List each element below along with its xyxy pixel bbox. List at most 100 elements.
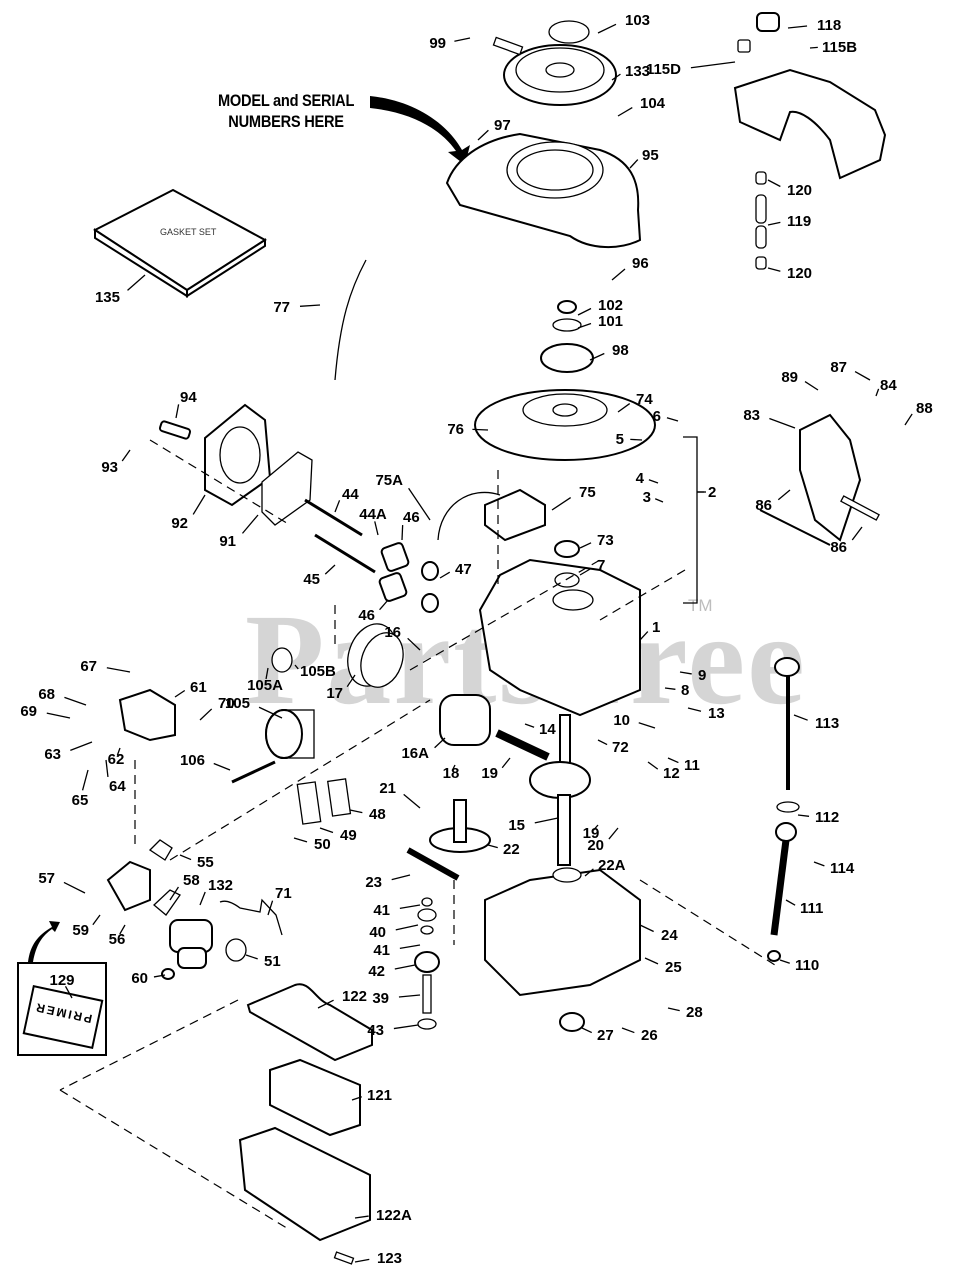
part-callout-120a[interactable]: 120	[767, 179, 812, 199]
part-callout-121[interactable]: 121	[351, 1087, 392, 1104]
part-callout-89[interactable]: 89	[781, 369, 819, 391]
part-number-label[interactable]: 122A	[376, 1207, 412, 1224]
part-callout-19b[interactable]: 19	[583, 824, 600, 842]
part-callout-60[interactable]: 60	[131, 970, 166, 987]
part-callout-112[interactable]: 112	[797, 809, 839, 826]
part-number-label[interactable]: 16	[384, 624, 401, 641]
part-number-label[interactable]: 67	[80, 658, 97, 675]
part-number-label[interactable]: 105A	[247, 677, 283, 694]
part-callout-114[interactable]: 114	[813, 860, 855, 877]
part-number-label[interactable]: 40	[369, 924, 386, 941]
part-number-label[interactable]: 69	[20, 703, 37, 720]
part-number-label[interactable]: 7	[597, 557, 605, 574]
part-callout-69[interactable]: 69	[20, 703, 71, 720]
part-callout-4[interactable]: 4	[636, 470, 659, 487]
part-number-label[interactable]: 94	[180, 389, 197, 406]
part-callout-98[interactable]: 98	[589, 342, 629, 361]
part-callout-25[interactable]: 25	[644, 957, 682, 976]
part-callout-23[interactable]: 23	[365, 874, 411, 891]
part-callout-97[interactable]: 97	[477, 117, 511, 141]
part-callout-133[interactable]: 133	[611, 63, 650, 81]
part-number-label[interactable]: 10	[613, 712, 630, 729]
part-callout-8[interactable]: 8	[664, 682, 689, 699]
part-number-label[interactable]: 27	[597, 1027, 614, 1044]
part-number-label[interactable]: 45	[303, 571, 320, 588]
part-callout-99[interactable]: 99	[429, 35, 471, 52]
part-callout-41a[interactable]: 41	[373, 902, 421, 919]
part-number-label[interactable]: 105B	[300, 663, 336, 680]
part-number-label[interactable]: 75	[579, 484, 596, 501]
part-callout-106[interactable]: 106	[180, 752, 231, 771]
part-number-label[interactable]: 12	[663, 765, 680, 782]
part-callout-58[interactable]: 58	[169, 872, 200, 901]
part-callout-67[interactable]: 67	[80, 658, 131, 675]
part-number-label[interactable]: 86	[830, 539, 847, 556]
part-number-label[interactable]: 74	[636, 391, 653, 408]
part-number-label[interactable]: 6	[653, 408, 661, 425]
part-callout-135[interactable]: 135	[95, 274, 146, 306]
part-number-label[interactable]: 91	[219, 533, 236, 550]
part-number-label[interactable]: 89	[781, 369, 798, 386]
part-callout-16[interactable]: 16	[384, 624, 421, 651]
part-number-label[interactable]: 24	[661, 927, 678, 944]
part-callout-27[interactable]: 27	[581, 1027, 614, 1044]
part-number-label[interactable]: 49	[340, 827, 357, 844]
part-callout-122[interactable]: 122	[317, 988, 367, 1009]
part-number-label[interactable]: 103	[625, 12, 650, 29]
part-number-label[interactable]: 70	[218, 695, 235, 712]
part-number-label[interactable]: 75A	[375, 472, 403, 489]
part-callout-94[interactable]: 94	[175, 389, 197, 419]
part-number-label[interactable]: 92	[171, 515, 188, 532]
part-callout-15[interactable]: 15	[508, 817, 559, 834]
part-callout-123[interactable]: 123	[354, 1250, 402, 1267]
part-callout-2[interactable]: 2	[697, 484, 716, 501]
part-number-label[interactable]: 44A	[359, 506, 387, 523]
part-callout-55[interactable]: 55	[179, 854, 214, 871]
part-callout-72[interactable]: 72	[597, 739, 629, 756]
part-callout-101[interactable]: 101	[577, 313, 623, 330]
part-number-label[interactable]: 2	[708, 484, 716, 501]
part-callout-83[interactable]: 83	[743, 407, 796, 429]
part-callout-14[interactable]: 14	[524, 721, 556, 738]
part-number-label[interactable]: 22A	[598, 857, 626, 874]
part-callout-16a[interactable]: 16A	[401, 737, 446, 762]
part-callout-122a[interactable]: 122A	[354, 1207, 412, 1224]
part-number-label[interactable]: 64	[109, 778, 126, 795]
part-number-label[interactable]: 16A	[401, 745, 429, 762]
part-number-label[interactable]: 112	[815, 809, 839, 826]
part-number-label[interactable]: 86	[755, 497, 772, 514]
part-callout-91[interactable]: 91	[219, 514, 259, 550]
part-callout-120b[interactable]: 120	[767, 265, 812, 282]
part-number-label[interactable]: 11	[684, 757, 700, 774]
part-number-label[interactable]: 119	[787, 213, 811, 230]
part-number-label[interactable]: 93	[101, 459, 118, 476]
part-callout-92[interactable]: 92	[171, 494, 206, 532]
part-callout-41b[interactable]: 41	[373, 942, 421, 959]
part-callout-75[interactable]: 75	[551, 484, 596, 511]
part-number-label[interactable]: 19	[481, 765, 498, 782]
part-number-label[interactable]: 95	[642, 147, 659, 164]
part-number-label[interactable]: 115D	[646, 61, 681, 78]
part-number-label[interactable]: 99	[429, 35, 446, 52]
part-callout-102[interactable]: 102	[577, 297, 623, 316]
part-number-label[interactable]: 104	[640, 95, 666, 112]
part-callout-22a[interactable]: 22A	[584, 857, 626, 877]
part-number-label[interactable]: 121	[367, 1087, 392, 1104]
part-number-label[interactable]: 46	[358, 607, 375, 624]
part-callout-7[interactable]: 7	[579, 557, 605, 576]
part-callout-84[interactable]: 84	[875, 377, 897, 397]
part-number-label[interactable]: 120	[787, 182, 812, 199]
part-number-label[interactable]: 84	[880, 377, 897, 394]
part-callout-105a[interactable]: 105A	[247, 667, 283, 694]
part-callout-46a[interactable]: 46	[401, 509, 420, 541]
part-callout-51[interactable]: 51	[245, 953, 281, 970]
part-callout-6[interactable]: 6	[653, 408, 679, 425]
part-number-label[interactable]: 14	[539, 721, 556, 738]
part-callout-71[interactable]: 71	[267, 885, 292, 916]
part-callout-74[interactable]: 74	[617, 391, 653, 413]
part-number-label[interactable]: 71	[275, 885, 292, 902]
part-callout-17[interactable]: 17	[326, 674, 356, 702]
part-callout-42[interactable]: 42	[368, 963, 416, 980]
part-number-label[interactable]: 44	[342, 486, 359, 503]
part-callout-63[interactable]: 63	[44, 741, 93, 763]
